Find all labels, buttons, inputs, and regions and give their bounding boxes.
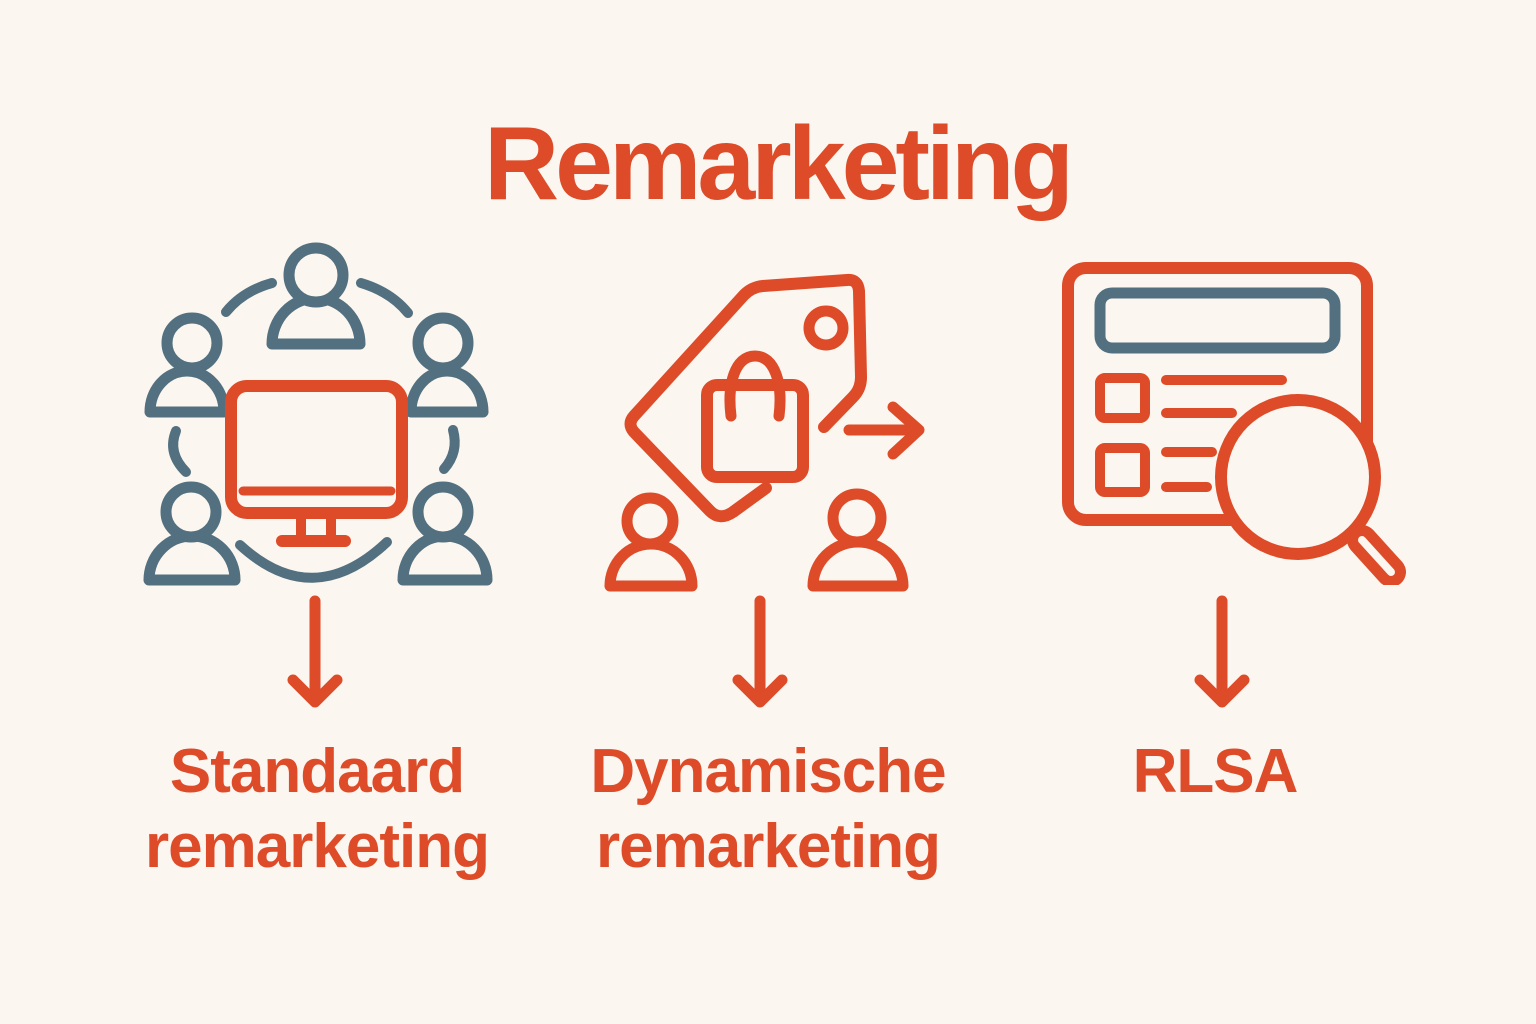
browser-page-icon bbox=[1062, 262, 1373, 526]
label-line: remarketing bbox=[145, 812, 490, 881]
down-arrow-dynamic bbox=[732, 595, 788, 708]
standard-remarketing-icon bbox=[143, 242, 493, 586]
result-checkboxes bbox=[1095, 373, 1150, 497]
person-upper-right-icon bbox=[405, 312, 489, 418]
person-upper-left-icon bbox=[144, 312, 230, 418]
label-line: RLSA bbox=[1132, 737, 1299, 806]
monitor-icon bbox=[225, 380, 408, 547]
tag-hole bbox=[803, 305, 849, 351]
arrow-right-icon bbox=[843, 401, 925, 460]
label-rlsa: RLSA bbox=[1132, 734, 1299, 809]
dynamic-remarketing-icon bbox=[604, 273, 925, 592]
page-title: Remarketing bbox=[484, 106, 1074, 222]
label-line: Standaard bbox=[169, 737, 465, 806]
label-standard-remarketing: Standaard remarketing bbox=[145, 734, 490, 884]
magnifier-icon bbox=[1215, 394, 1406, 585]
person-lower-left-icon bbox=[143, 481, 241, 586]
down-arrow-rlsa bbox=[1194, 595, 1250, 708]
user-right-icon bbox=[807, 488, 909, 592]
user-left-icon bbox=[604, 492, 698, 592]
network-arcs bbox=[168, 278, 460, 583]
label-line: Dynamische bbox=[590, 737, 946, 806]
down-arrow-standard bbox=[287, 595, 343, 708]
result-text-lines bbox=[1161, 375, 1287, 492]
price-tag-icon bbox=[624, 273, 867, 523]
label-dynamic-remarketing: Dynamische remarketing bbox=[590, 734, 946, 884]
shopping-bag-icon bbox=[701, 350, 809, 483]
rlsa-icon bbox=[1062, 262, 1406, 585]
person-top-icon bbox=[266, 242, 366, 350]
person-lower-right-icon bbox=[397, 481, 493, 586]
label-line: remarketing bbox=[596, 812, 941, 881]
search-bar-icon bbox=[1094, 287, 1341, 354]
